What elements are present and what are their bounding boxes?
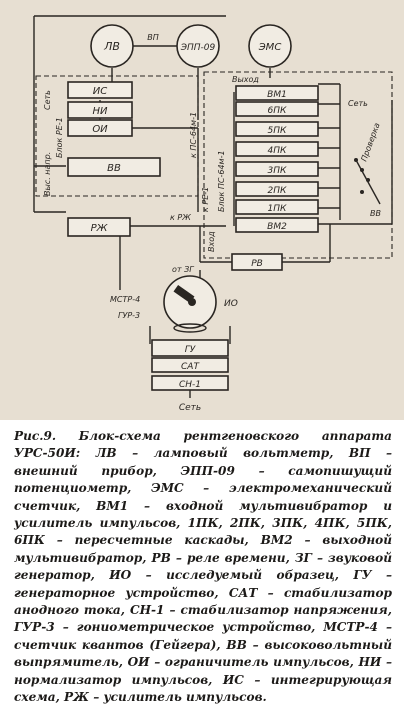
vv-box [67,157,161,177]
pk5-box [235,121,319,137]
rv-box [231,253,283,271]
pk3-box [235,161,319,177]
pk6-box [235,101,319,117]
wiring [33,15,393,398]
pk1-label: 1ПК [268,204,287,214]
ems-label: ЭМС [258,42,282,53]
vv-label: ВВ [107,163,121,174]
xray-tube [173,323,207,333]
mstr4-detector [173,284,195,304]
pk4-box [235,141,319,157]
sat-label: САТ [181,362,200,372]
ni-box [67,101,133,119]
vhod-label: Вход [207,231,216,252]
sn1-label: СН-1 [179,380,201,390]
io-label: ИО [224,299,238,309]
range-switch [354,158,381,205]
oi-box [67,119,133,137]
k-re1-label: к РЕ-1 [201,187,210,212]
ni-label: НИ [93,106,109,117]
pk5-label: 5ПК [268,126,287,136]
block-diagram: ЛВ ВП ЭПП-09 ЭМС ИС НИ ОИ ВВ Сеть Блок Р… [0,0,404,420]
epp-recorder [176,24,220,68]
epp-label: ЭПП-09 [180,43,216,53]
lv-label: ЛВ [103,40,120,53]
gur3-label: ГУР-3 [118,311,140,320]
k-rzh-label: к РЖ [170,213,191,222]
set-bottom-label: Сеть [179,403,201,413]
vp-label: ВП [147,33,159,42]
sat-box [151,357,229,373]
rv-label: РВ [251,259,263,269]
gu-box [151,339,229,357]
vm1-label: ВМ1 [267,90,287,100]
pk3-label: 3ПК [268,166,287,176]
ot-zg-label: от ЗГ [172,265,194,274]
block-re1-frame [35,75,199,197]
figure-caption: Рис.9. Блок-схема рентгеновского аппарат… [14,429,392,705]
pk2-box [235,181,319,197]
vyhod-label: Выход [232,75,259,84]
sn1-box [151,375,229,391]
k-ps64m-label: к ПС-64м-1 [189,112,198,158]
pk1-box [235,199,319,215]
set-left-label: Сеть [43,90,52,110]
io-sample [188,298,196,306]
mstr4-label: МСТР-4 [110,295,140,304]
pk2-label: 2ПК [268,186,287,196]
lv-meter [90,24,134,68]
rzh-box [67,217,131,237]
is-box [67,81,133,99]
rzh-label: РЖ [91,223,109,234]
is-label: ИС [93,86,107,97]
vm1-box [235,85,319,101]
vm2-box [235,217,319,233]
vm2-label: ВМ2 [267,222,287,232]
block-diagram-svg: ЛВ ВП ЭПП-09 ЭМС ИС НИ ОИ ВВ Сеть Блок Р… [33,15,393,413]
pk4-label: 4ПК [268,146,287,156]
set-right-label: Сеть [348,99,368,108]
vv-switch-label: ВВ [370,209,381,218]
vys-napr-label: Выс. напр. [43,152,52,196]
pk6-label: 6ПК [268,106,287,116]
block-ps64m-label: Блок ПС-64м-1 [217,150,226,212]
proverka-label: Проверка [359,122,381,163]
oi-label: ОИ [92,124,108,135]
ems-counter [248,24,292,68]
gu-label: ГУ [185,345,196,355]
block-re1-label: Блок РЕ-1 [55,117,64,158]
